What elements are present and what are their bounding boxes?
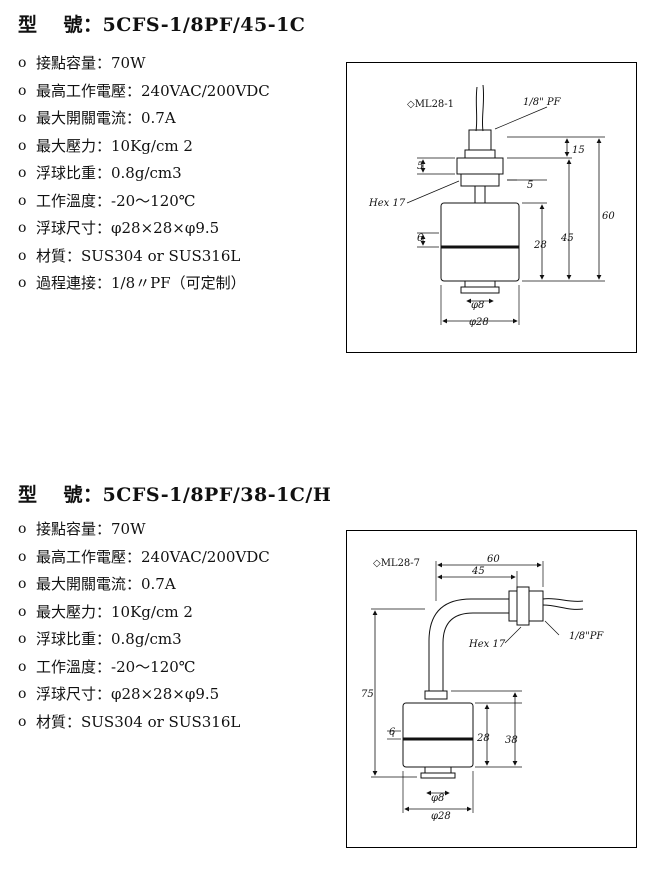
- model-number: 5CFS-1/8PF/45-1C: [102, 14, 306, 36]
- spec-item: 最大壓力：10Kg/cm 2: [18, 599, 270, 627]
- hex-label: Hex 17: [468, 639, 506, 650]
- drawing-code: ◇ML28-7: [373, 558, 420, 569]
- technical-drawing-1: ◇ML28-1 1/8" PF Hex 17 5 5 15 6 28 45 60…: [368, 84, 615, 328]
- drawing-frame-2: ◇ML28-7 60 45 1/8"PF Hex 17 75 6 28 38 φ…: [346, 530, 637, 848]
- model-label: 型: [18, 14, 38, 36]
- spec-item: 浮球比重：0.8g/cm3: [18, 626, 270, 654]
- dim-5-side: 5: [527, 180, 533, 191]
- spec-item: 接點容量：70W: [18, 50, 270, 78]
- model-label: 型: [18, 484, 38, 506]
- spec-item: 工作溫度：-20～120℃: [18, 188, 270, 216]
- technical-drawing-2: ◇ML28-7 60 45 1/8"PF Hex 17 75 6 28 38 φ…: [361, 554, 604, 822]
- dim-phi8: φ8: [471, 300, 484, 311]
- float-ball-icon: [440, 202, 520, 282]
- spec-item: 材質：SUS304 or SUS316L: [18, 243, 270, 271]
- dim-5-top: 5: [417, 161, 423, 172]
- dim-60: 60: [602, 211, 615, 222]
- dim-phi28: φ28: [431, 811, 451, 822]
- spec-item: 過程連接：1/8〃PF（可定制）: [18, 270, 270, 298]
- spec-item: 接點容量：70W: [18, 516, 270, 544]
- dim-38: 38: [505, 735, 518, 746]
- drawing-frame-1: ◇ML28-1 1/8" PF Hex 17 5 5 15 6 28 45 60…: [346, 62, 637, 353]
- dim-phi8: φ8: [431, 793, 444, 804]
- spec-item: 最高工作電壓：240VAC/200VDC: [18, 544, 270, 572]
- drawing-code: ◇ML28-1: [407, 99, 454, 110]
- dim-45: 45: [471, 566, 485, 577]
- thread-label: 1/8" PF: [523, 97, 562, 108]
- spec-list-2: 接點容量：70W 最高工作電壓：240VAC/200VDC 最大開關電流：0.7…: [18, 516, 270, 736]
- dim-60: 60: [487, 554, 500, 565]
- model-title-2: 型 號：5CFS-1/8PF/38-1C/H: [18, 480, 331, 507]
- spec-item: 最大開關電流：0.7A: [18, 571, 270, 599]
- spec-item: 浮球尺寸：φ28×28×φ9.5: [18, 681, 270, 709]
- bent-tube-icon: [428, 598, 509, 691]
- spec-item: 材質：SUS304 or SUS316L: [18, 709, 270, 737]
- model-label-suffix: 號：: [63, 484, 103, 506]
- dim-28: 28: [476, 733, 490, 744]
- dim-75: 75: [361, 689, 374, 700]
- spec-item: 浮球尺寸：φ28×28×φ9.5: [18, 215, 270, 243]
- dim-6: 6: [389, 727, 396, 738]
- dim-28: 28: [533, 240, 547, 251]
- spec-list-1: 接點容量：70W 最高工作電壓：240VAC/200VDC 最大開關電流：0.7…: [18, 50, 270, 298]
- dim-phi28: φ28: [469, 317, 489, 328]
- model-title-1: 型 號：5CFS-1/8PF/45-1C: [18, 10, 305, 37]
- dim-15: 15: [572, 145, 585, 156]
- model-label-suffix: 號：: [63, 14, 103, 36]
- spec-item: 最大壓力：10Kg/cm 2: [18, 133, 270, 161]
- thread-label: 1/8"PF: [569, 631, 604, 642]
- spec-item: 最高工作電壓：240VAC/200VDC: [18, 78, 270, 106]
- dim-6: 6: [417, 233, 424, 244]
- model-number: 5CFS-1/8PF/38-1C/H: [102, 484, 332, 506]
- spec-item: 浮球比重：0.8g/cm3: [18, 160, 270, 188]
- spec-item: 最大開關電流：0.7A: [18, 105, 270, 133]
- float-ball-icon: [402, 702, 474, 768]
- hex-label: Hex 17: [368, 198, 406, 209]
- spec-item: 工作溫度：-20～120℃: [18, 654, 270, 682]
- dim-45: 45: [560, 233, 574, 244]
- wire-icon: [475, 86, 478, 132]
